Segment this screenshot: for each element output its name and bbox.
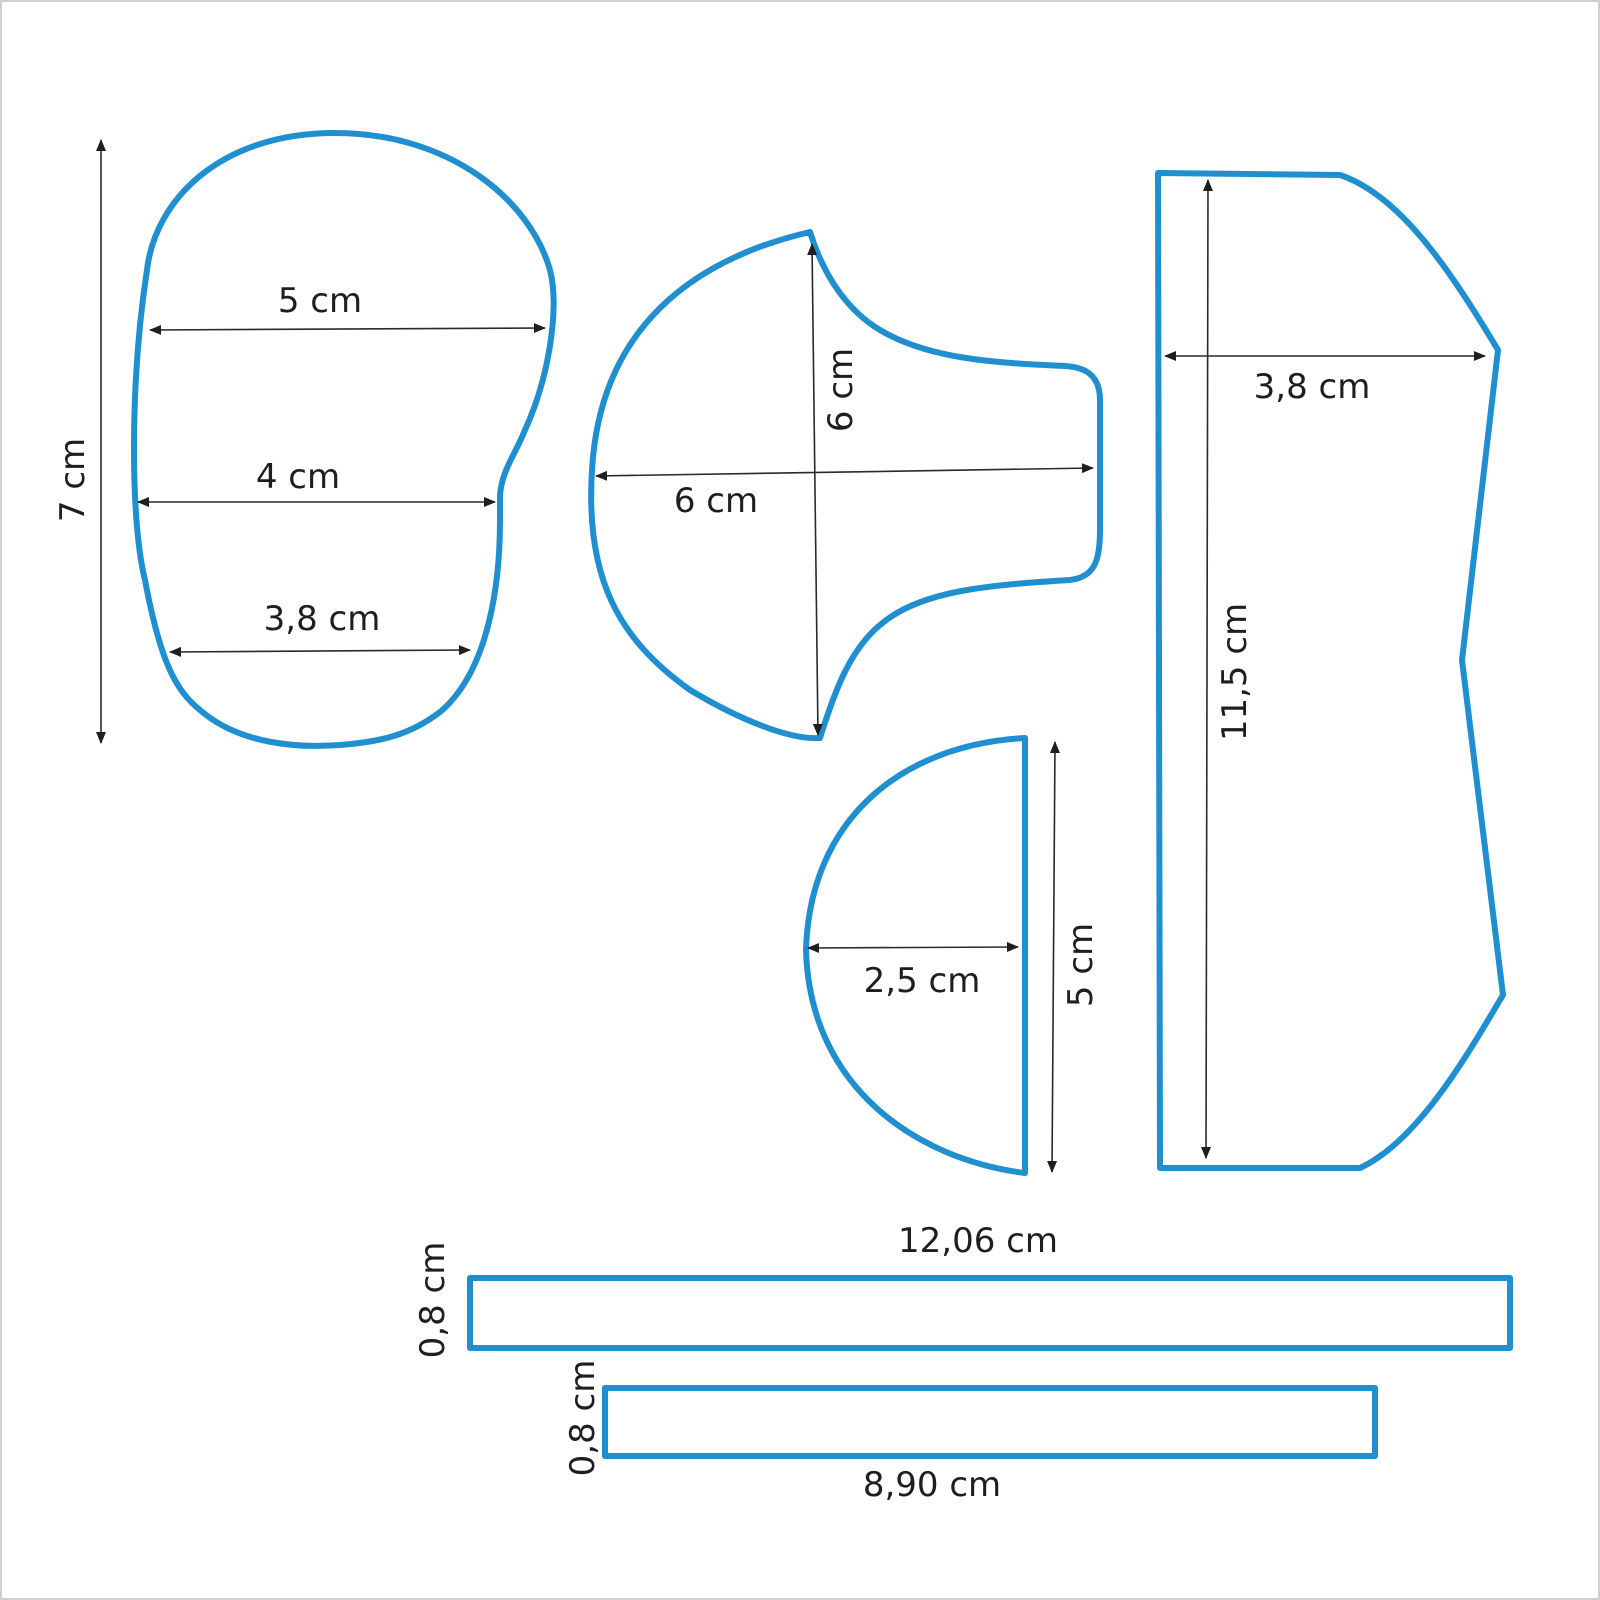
body-piece	[131, 130, 557, 749]
half-circle-width-label: 2,5 cm	[864, 961, 981, 1001]
head-width-label: 6 cm	[674, 481, 758, 521]
head-width-dimension	[595, 463, 1094, 481]
short-strip-length-label: 8,90 cm	[863, 1465, 1001, 1505]
long-strip-piece	[467, 1275, 1513, 1351]
head-height-label: 6 cm	[821, 348, 861, 432]
body-height-label: 7 cm	[53, 438, 93, 522]
half-circle-piece	[803, 735, 1028, 1176]
short-strip-width-label: 0,8 cm	[563, 1360, 603, 1477]
long-strip-length-label: 12,06 cm	[898, 1221, 1058, 1261]
panel-width-label: 3,8 cm	[1254, 367, 1371, 407]
side-panel-piece	[1155, 170, 1506, 1171]
short-strip-piece	[602, 1385, 1378, 1459]
half-circle-height-label: 5 cm	[1061, 923, 1101, 1007]
body-width-top-label: 5 cm	[278, 281, 362, 321]
half-circle-height-dimension	[1047, 741, 1060, 1173]
panel-height-dimension	[1201, 179, 1213, 1159]
body-width-top-dimension	[149, 323, 546, 335]
head-height-dimension	[807, 243, 823, 736]
panel-height-label: 11,5 cm	[1215, 603, 1255, 741]
body-width-low-label: 3,8 cm	[264, 599, 381, 639]
body-width-low-dimension	[169, 645, 471, 657]
long-strip-width-label: 0,8 cm	[413, 1242, 453, 1359]
half-circle-width-dimension	[807, 942, 1019, 953]
body-width-mid-label: 4 cm	[256, 457, 340, 497]
head-piece	[588, 229, 1103, 742]
